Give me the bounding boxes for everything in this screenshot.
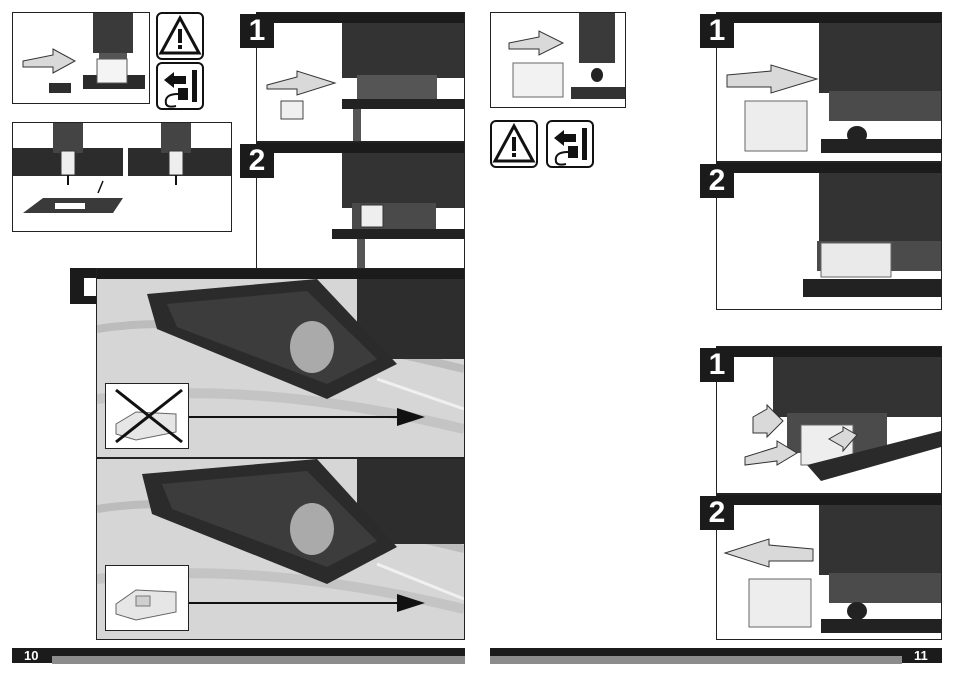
unplug-icon bbox=[156, 62, 204, 110]
right-bottom-step-2-panel bbox=[716, 494, 942, 640]
right-bottom-step-1-panel bbox=[716, 346, 942, 494]
right-bottom-step-1-number: 1 bbox=[700, 348, 734, 382]
right-top-step-1-number: 1 bbox=[700, 14, 734, 48]
left-footer-grey bbox=[52, 656, 465, 664]
step-1-number: 1 bbox=[240, 14, 274, 48]
step-1-panel-left bbox=[256, 12, 465, 142]
warning-triangle-icon-right bbox=[490, 120, 538, 168]
page-number-left: 10 bbox=[24, 648, 38, 663]
page-number-right: 11 bbox=[914, 648, 928, 663]
chip-guard-remove-overview bbox=[490, 12, 626, 108]
chip-guard-correct-thumbnail bbox=[105, 565, 189, 631]
right-top-step-2-panel bbox=[716, 162, 942, 310]
chip-guard-wrong-thumbnail bbox=[105, 383, 189, 449]
right-bottom-step-2-number: 2 bbox=[700, 496, 734, 530]
base-plate-photo-correct bbox=[96, 458, 465, 640]
right-top-step-2-number: 2 bbox=[700, 164, 734, 198]
unplug-icon-right bbox=[546, 120, 594, 168]
base-plate-photo-wrong bbox=[96, 268, 465, 458]
warning-triangle-icon bbox=[156, 12, 204, 60]
right-top-step-1-panel bbox=[716, 12, 942, 162]
step-2-number: 2 bbox=[240, 144, 274, 178]
chip-guard-install-overview bbox=[12, 12, 150, 104]
blade-guide-detail bbox=[12, 122, 232, 232]
step-2-panel-left bbox=[256, 142, 465, 270]
right-footer-grey bbox=[490, 656, 902, 664]
